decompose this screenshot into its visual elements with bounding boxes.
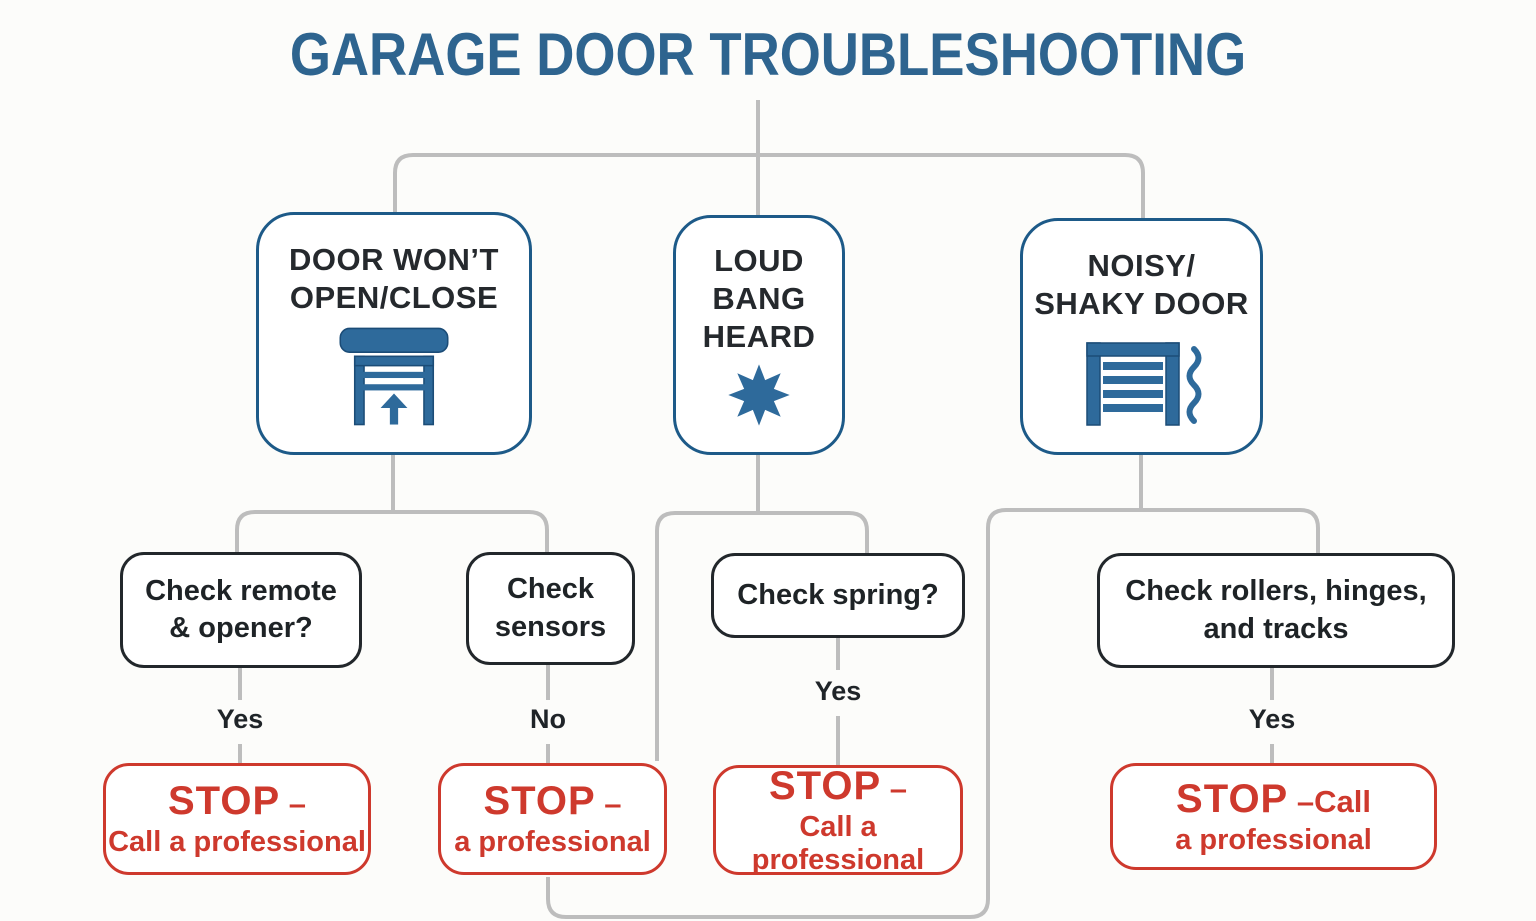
stop-word: STOP	[167, 779, 281, 823]
symptom-label-line: NOISY/	[1087, 248, 1196, 283]
check-label-line: & opener?	[169, 612, 313, 644]
starburst-icon	[713, 355, 805, 440]
stop-box-professional: STOP – a professional	[438, 763, 667, 875]
check-label-line: Check spring?	[737, 578, 939, 611]
page-title: GARAGE DOOR TROUBLESHOOTING	[289, 21, 1247, 88]
stop-dash: –	[595, 786, 622, 821]
stop-dash: –	[280, 786, 307, 821]
connector-branch1-left	[235, 510, 393, 552]
check-label-line: sensors	[494, 610, 607, 643]
stop-word: STOP	[483, 779, 596, 823]
check-label-line: Check	[506, 573, 595, 606]
symptom-label-line: OPEN/CLOSE	[289, 279, 499, 315]
stop-dash: –	[881, 770, 908, 806]
symptom-label-line: DOOR WON’T	[289, 242, 499, 277]
symptom-box-noisy-shaky-door: NOISY/ SHAKY DOOR	[1020, 218, 1263, 455]
stop-word: STOP	[1176, 776, 1289, 821]
check-box-remote-opener: Check remote & opener?	[120, 552, 362, 668]
stop-subtext: a professional	[1175, 823, 1372, 856]
check-box-sensors: Check sensors	[466, 552, 635, 665]
stop-dash: –Call	[1288, 783, 1371, 819]
answer-label-yes: Yes	[216, 704, 264, 734]
stop-heading: STOP –Call	[1176, 777, 1371, 822]
connector-branch2-right	[758, 511, 869, 553]
stop-box-call-professional: STOP – Call a professional	[103, 763, 371, 875]
answer-label-yes: Yes	[814, 676, 862, 706]
check-box-spring: Check spring?	[711, 553, 965, 638]
stop-word: STOP	[768, 763, 882, 808]
answer-label-yes: Yes	[1248, 704, 1296, 734]
connector-topbar-right	[758, 153, 1145, 218]
symptom-box-door-wont-open-close: DOOR WON’T OPEN/CLOSE	[256, 212, 532, 455]
stop-box-call-professional: STOP –Call a professional	[1110, 763, 1437, 870]
connector-branch2-left-long	[655, 511, 758, 761]
symptom-label-line: HEARD	[702, 318, 816, 354]
stop-heading: STOP –	[483, 779, 621, 824]
stop-subtext: a professional	[454, 826, 651, 858]
symptom-box-loud-bang-heard: LOUD BANG HEARD	[673, 215, 845, 455]
stop-box-call-professional: STOP – Call a professional	[713, 764, 963, 876]
stop-subtext: Call a professional	[751, 810, 925, 876]
stop-heading: STOP –	[769, 764, 907, 809]
symptom-label-line: LOUD	[714, 243, 804, 278]
answer-label-no: No	[530, 704, 566, 734]
check-box-rollers-hinges-tracks: Check rollers, hinges, and tracks	[1097, 553, 1455, 668]
garage-door-opening-icon	[332, 325, 456, 434]
connector-topbar-left	[393, 153, 758, 212]
stop-subtext: Call a professional	[108, 826, 366, 858]
connector-branch3-left-loop	[546, 508, 1141, 919]
symptom-label-line: BANG	[712, 280, 806, 316]
connector-branch1-right	[393, 510, 549, 552]
check-label-line: Check remote	[145, 574, 337, 607]
stop-heading: STOP –	[168, 779, 306, 824]
garage-door-shaking-icon	[1073, 335, 1211, 436]
symptom-label-line: SHAKY DOOR	[1034, 285, 1249, 321]
check-label-line: and tracks	[1203, 612, 1349, 645]
connector-branch3-right	[1141, 508, 1320, 553]
check-label-line: Check rollers, hinges,	[1125, 575, 1427, 608]
